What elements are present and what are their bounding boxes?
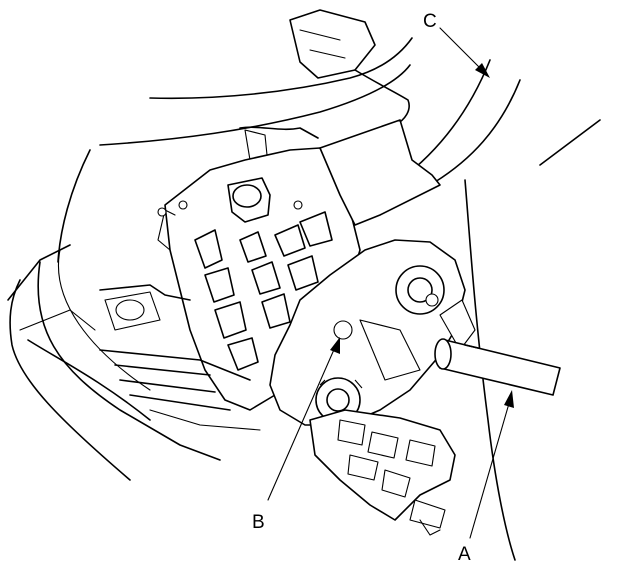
leader-a [469, 399, 511, 539]
shaft-a [434, 338, 561, 396]
upper-hose [99, 9, 413, 166]
lower-connector [309, 409, 456, 536]
callout-c: C [423, 11, 437, 32]
arrowhead-c [475, 63, 490, 78]
callout-a: A [458, 544, 471, 565]
arrowhead-a [504, 390, 514, 408]
leader-lines [267, 27, 514, 539]
pivot-plate [269, 239, 476, 426]
arrowhead-b [330, 337, 340, 354]
lower-left-components [99, 284, 261, 431]
leader-b [267, 344, 337, 501]
leader-c [439, 27, 483, 71]
bracket-arm [319, 119, 441, 226]
callout-b: B [252, 512, 265, 533]
body-panel [7, 149, 221, 481]
